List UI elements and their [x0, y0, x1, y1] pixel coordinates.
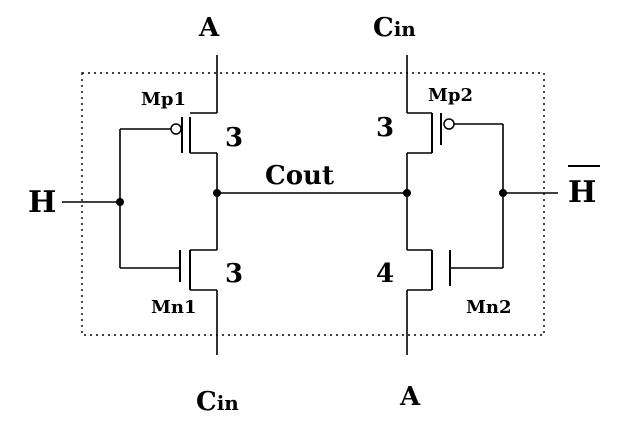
dotted-boundary-box	[81, 72, 545, 336]
mp1-gate-bubble	[170, 123, 182, 135]
label-cout: Cout	[265, 161, 334, 191]
left-transmission-gate	[62, 55, 221, 355]
label-bottom-right-input: A	[399, 382, 421, 412]
size-mn2: 4	[376, 259, 394, 289]
label-top-left-input: A	[198, 13, 220, 43]
label-mp2: Mp2	[428, 85, 473, 106]
svg-text:H: H	[568, 175, 596, 210]
left-gate-junction-dot	[116, 198, 124, 206]
mp2-gate-bubble	[443, 118, 455, 130]
label-h-bar-input: H	[568, 165, 600, 210]
label-h-input: H	[28, 185, 56, 220]
label-mn2: Mn2	[466, 297, 512, 318]
size-mp2: 3	[376, 113, 394, 143]
right-gate-junction-dot	[499, 189, 507, 197]
label-mn1: Mn1	[151, 297, 197, 318]
label-mp1: Mp1	[141, 89, 186, 110]
right-transmission-gate	[403, 55, 558, 355]
size-mn1: 3	[225, 259, 243, 289]
label-top-right-input: Cin	[373, 13, 416, 43]
label-bottom-left-input: Cin	[196, 387, 239, 417]
size-mp1: 3	[225, 123, 243, 153]
